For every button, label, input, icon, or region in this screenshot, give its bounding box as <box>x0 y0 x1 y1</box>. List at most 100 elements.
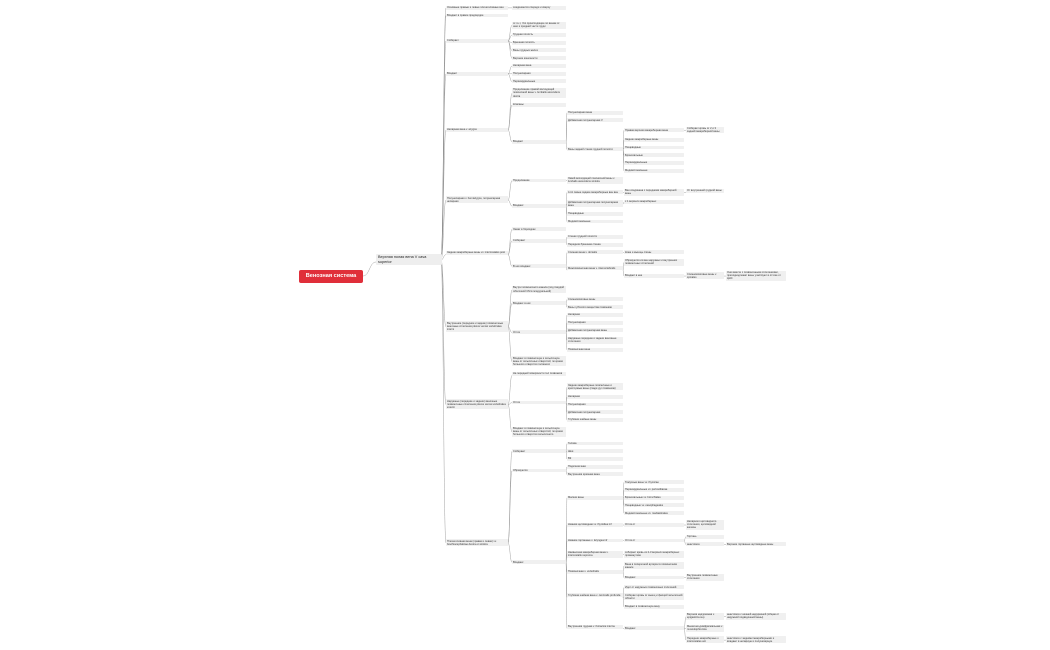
topic-node[interactable]: Наружные передние и задние венозные спле… <box>567 336 623 344</box>
topic-node[interactable]: Собирает кровь от мышц и фасций затылочн… <box>624 593 684 601</box>
topic-node[interactable]: Верхние гортанные щитовидные вены <box>726 542 786 547</box>
topic-node[interactable]: Пищеводные <box>567 211 623 216</box>
topic-node[interactable]: Межпозвоночная вена v. intervertebralis <box>567 266 623 271</box>
topic-node[interactable]: Спинномозговые вены <box>567 297 623 302</box>
topic-node[interactable]: Нижняя щитовидная vv. thyroidea inf <box>567 522 623 527</box>
topic-node[interactable]: Впадает в позвоночную вену <box>624 604 684 609</box>
topic-node[interactable]: Вена в поперечной артерии в позвоночном … <box>624 562 684 570</box>
topic-node[interactable]: Полунепарная вена <box>567 110 623 115</box>
topic-node[interactable]: Собирает кровь от 2 и 3 задней межреберн… <box>686 126 724 134</box>
topic-node[interactable]: Вены грудных желез <box>512 48 566 53</box>
topic-node[interactable]: Клапаны <box>512 102 566 107</box>
topic-node[interactable]: 4-11 левые задние межреберные вен вен <box>567 190 623 195</box>
topic-node[interactable]: Продолжение <box>512 178 566 183</box>
topic-node[interactable]: Внутренняя грудная v. thoracica interna <box>567 624 623 629</box>
branch-node[interactable]: Собирает <box>446 38 508 43</box>
topic-node[interactable]: Добавочная полунепарная V <box>567 118 623 123</box>
topic-node[interactable]: Перикардиальные vv. pericardiacae <box>624 487 684 492</box>
topic-node[interactable]: Грудная полость <box>512 32 566 37</box>
topic-node[interactable]: Непарная <box>567 394 623 399</box>
branch-node[interactable]: Непарная вена v. azygos <box>446 128 508 132</box>
topic-node[interactable]: Внутренние позвоночные сплетения <box>686 574 724 581</box>
topic-node[interactable]: Бронхиальные <box>624 153 684 158</box>
topic-node[interactable]: ВК <box>567 456 623 461</box>
topic-node[interactable]: Спинная вена v. dorsalis <box>567 250 623 255</box>
topic-node[interactable]: Собирают <box>512 449 566 454</box>
topic-node[interactable]: Гортань <box>686 534 724 539</box>
topic-node[interactable]: Отток <box>512 330 566 335</box>
topic-node[interactable]: Верхняя надчревная v. epigastrica sup <box>686 612 724 620</box>
topic-node[interactable]: От внутренней грудной вены <box>686 188 724 193</box>
topic-node[interactable]: Передняя брюшная стенка <box>567 242 623 247</box>
topic-node[interactable]: Непарного щитовидного сплетения, щитовид… <box>686 519 724 530</box>
topic-node[interactable]: Отток от <box>624 522 684 527</box>
topic-node[interactable]: Вены губчатого вещества позвонков <box>567 305 623 310</box>
topic-node[interactable]: Отток <box>512 400 566 405</box>
topic-node[interactable]: Брюшная полость <box>512 40 566 45</box>
topic-node[interactable]: Отток от <box>624 538 684 543</box>
topic-node[interactable]: Впадают <box>624 626 684 631</box>
topic-node[interactable]: В них впадают <box>512 264 566 269</box>
branch-node[interactable]: Впадает в правое предсердие <box>446 13 508 18</box>
topic-node[interactable]: Добавочная полунепарная полунепарная вен… <box>567 200 623 208</box>
branch-node[interactable]: Внутренние (передние и задние) позвоночн… <box>446 321 508 332</box>
branch-node[interactable]: Полунепарная v. hemiazygos, полунепарная… <box>446 196 508 204</box>
topic-node[interactable]: Впадают <box>512 203 566 208</box>
topic-node[interactable]: Вены задней стенки грудной полости <box>567 147 623 152</box>
topic-node[interactable]: Медиастинальные <box>567 219 623 224</box>
topic-node[interactable]: Образуются <box>512 468 566 473</box>
topic-node[interactable]: Спинномозговые вены v. spinales <box>686 272 724 280</box>
root-node[interactable]: Венозная система <box>299 270 363 283</box>
topic-node[interactable]: анастомоз <box>686 542 724 547</box>
topic-node[interactable]: Глубокие шейные вены <box>567 418 623 422</box>
topic-node[interactable]: Верхние конечности <box>512 56 566 61</box>
topic-node[interactable]: На передней поверхности тел позвонков <box>512 371 566 376</box>
topic-node[interactable]: Позвоночная v. vertebralis <box>567 569 623 574</box>
topic-node[interactable]: от го-т, Что происходящие по венам от ше… <box>512 21 566 29</box>
topic-node[interactable]: анастомоз с задними межреберными и впада… <box>726 636 786 644</box>
branch-node[interactable]: Задние межреберные вены vv. intercostale… <box>446 251 508 255</box>
topic-node[interactable]: Непарная <box>567 312 623 317</box>
topic-node[interactable]: Глубокая шейная вена v. cervicalis profu… <box>567 593 623 598</box>
topic-node[interactable]: Мышечно-диафрагмальная v. musculophrenic… <box>686 624 724 632</box>
branch-node[interactable]: Плечеголовная вена (правая и левая) vv. … <box>446 539 508 547</box>
topic-node[interactable]: Позвоночная вена <box>567 347 623 352</box>
topic-node[interactable]: Впадают в них <box>512 301 566 306</box>
topic-node[interactable]: Нижние гортанные v. laryngea inf <box>567 538 623 543</box>
topic-node[interactable]: Стенки грудной полости <box>567 235 623 239</box>
topic-node[interactable]: Кожа и мышцы спины <box>624 250 684 255</box>
branch-node[interactable]: Основные правые и левые плечеголовные ве… <box>446 5 508 10</box>
topic-node[interactable]: Впадают <box>512 560 566 564</box>
topic-node[interactable]: Внутри позвоночного канала (под твердой … <box>512 286 566 294</box>
topic-node[interactable]: Добавочная полунепарная <box>567 410 623 415</box>
topic-node[interactable]: Впадает <box>512 139 566 144</box>
topic-node[interactable]: Впадают в позвоночную и затылочную вены … <box>512 356 566 367</box>
topic-node[interactable]: Правая верхняя межреберная вена <box>624 128 684 132</box>
topic-node[interactable]: Собирают <box>512 238 566 243</box>
topic-node[interactable]: Они вместе с позвоночными сплетениями, п… <box>726 270 786 281</box>
topic-node[interactable]: Перикардиальные <box>512 79 566 84</box>
topic-node[interactable]: Впадает в нее <box>624 273 684 278</box>
topic-node[interactable]: Подключичная <box>567 464 623 469</box>
topic-node[interactable]: Добавочная полунепарная вены <box>567 328 623 333</box>
topic-node[interactable]: Наивысшая межреберная вена v. intercosta… <box>567 550 623 558</box>
topic-node[interactable]: Полунепарная <box>567 320 623 325</box>
branch-node[interactable]: Впадает <box>446 71 508 76</box>
topic-node[interactable]: Полунепарная <box>567 402 623 407</box>
branch-node[interactable]: Наружные (передние и задние) венозные по… <box>446 399 508 410</box>
main-branch-node[interactable]: Верхняя полая вена V cava superior <box>376 254 442 266</box>
topic-node[interactable]: Передние межреберные v. intercostales an… <box>686 636 724 644</box>
topic-node[interactable]: Впадают в позвоночную и затылочную вены … <box>512 426 566 437</box>
topic-node[interactable]: анастомоз с нижней надчревной (общая от … <box>726 612 786 620</box>
topic-node[interactable]: Продолжение правой восходящей поясничной… <box>512 87 566 99</box>
topic-node[interactable]: с 1 верхних межреберных <box>624 200 684 204</box>
topic-node[interactable]: Перикардиальные <box>624 161 684 165</box>
topic-node[interactable]: соединяются спереди и сверху <box>512 5 566 10</box>
topic-node[interactable]: Образуются из вен наружных и внутренних … <box>624 258 684 266</box>
topic-node[interactable]: Непарная вена <box>512 63 566 68</box>
topic-node[interactable]: Полунепарная <box>512 71 566 76</box>
topic-node[interactable]: Тимусные вены vv. thymicae <box>624 480 684 485</box>
topic-node[interactable]: Лежат в бороздках <box>512 227 566 232</box>
topic-node[interactable]: Вен соединена с передними межреберной ве… <box>624 188 684 196</box>
topic-node[interactable]: Задние межреберные поясничные и крестцов… <box>567 383 623 391</box>
